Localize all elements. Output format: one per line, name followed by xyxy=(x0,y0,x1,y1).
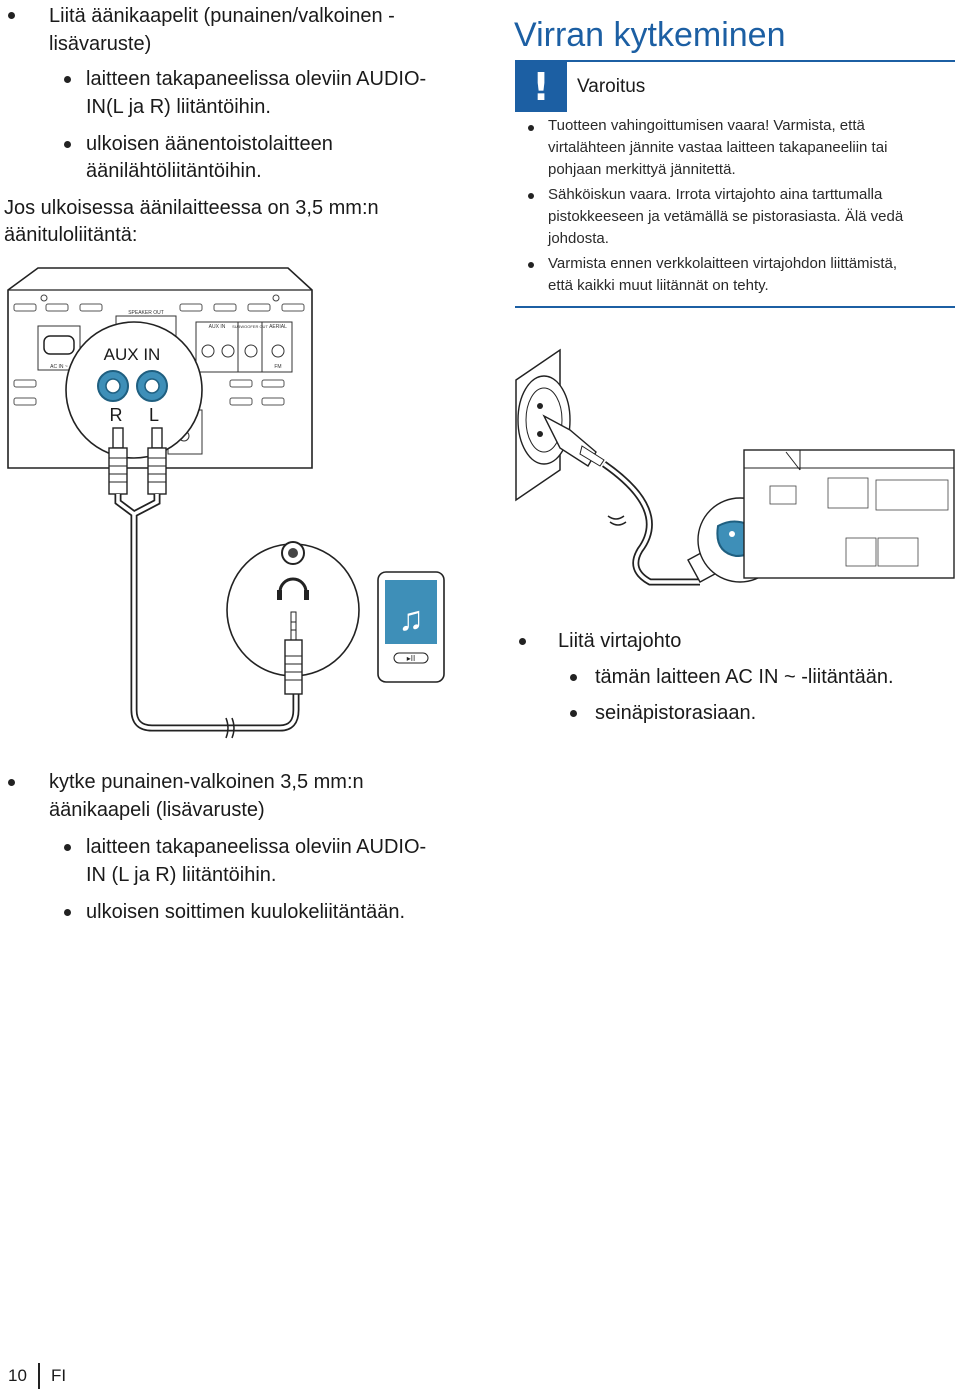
svg-text:▸II: ▸II xyxy=(407,654,415,663)
sub-bullet-text: laitteen takapaneelissa oleviin AUDIO- xyxy=(86,836,427,858)
warning-item-line: pohjaan merkittyä jännitettä. xyxy=(548,161,736,178)
paragraph-text: Jos ulkoisessa äänilaitteessa on 3,5 mm:… xyxy=(4,197,379,219)
warning-item-line: että kaikki muut liitännät on tehty. xyxy=(548,277,769,294)
aux-in-label: AUX IN xyxy=(104,345,161,364)
sub-bullet-text: tämän laitteen AC IN ~ -liitäntään. xyxy=(595,666,894,688)
bullet-dot xyxy=(64,844,71,851)
warning-label: Varoitus xyxy=(577,76,646,97)
paragraph-text: äänituloliitäntä: xyxy=(4,224,138,246)
r-label: R xyxy=(110,405,123,425)
bullet-text: lisävaruste) xyxy=(49,33,152,55)
sub-bullet-text: äänilähtöliitäntöihin. xyxy=(86,160,262,182)
speaker-out-label: SPEAKER OUT xyxy=(128,310,164,316)
footer-divider xyxy=(38,1363,40,1389)
bullet-text: Liitä äänikaapelit (punainen/valkoinen - xyxy=(49,5,395,27)
fm-label: FM xyxy=(274,364,281,370)
ac-in-label: AC IN ~ xyxy=(50,364,68,370)
subwoofer-label: SUBWOOFER OUT xyxy=(232,324,268,329)
bullet-dot xyxy=(528,193,534,199)
warning-item-line: johdosta. xyxy=(548,230,609,247)
bullet-dot xyxy=(570,674,577,681)
sub-bullet-text: ulkoisen äänentoistolaitteen xyxy=(86,133,333,155)
language-code: FI xyxy=(51,1366,67,1385)
sub-bullet-text: IN (L ja R) liitäntöihin. xyxy=(86,864,277,886)
bullet-text: äänikaapeli (lisävaruste) xyxy=(49,799,265,821)
bullet-dot xyxy=(64,909,71,916)
bullet-dot xyxy=(64,76,71,83)
exclamation-icon: ! xyxy=(515,62,567,112)
sub-bullet-text: seinäpistorasiaan. xyxy=(595,702,757,724)
warning-item-line: Varmista ennen verkkolaitteen virtajohdo… xyxy=(548,255,898,272)
sub-bullet-text: laitteen takapaneelissa oleviin AUDIO- xyxy=(86,68,427,90)
aerial-label: AERIAL xyxy=(269,324,287,330)
sub-bullet-text: ulkoisen soittimen kuulokeliitäntään. xyxy=(86,901,406,923)
bullet-dot xyxy=(64,141,71,148)
bullet-dot xyxy=(528,125,534,131)
warning-item-line: pistokkeeseen ja vetämällä se pistorasia… xyxy=(548,208,904,225)
sub-bullet-text: IN(L ja R) liitäntöihin. xyxy=(86,96,271,118)
aux-in-small-label: AUX IN xyxy=(209,324,226,330)
bullet-dot xyxy=(8,779,15,786)
bullet-dot xyxy=(570,710,577,717)
warning-box: ! Varoitus Tuotteen vahingoittumisen vaa… xyxy=(515,60,955,308)
bullet-dot xyxy=(519,638,526,645)
l-label: L xyxy=(149,405,159,425)
section-title: Virran kytkeminen xyxy=(514,16,786,54)
warning-item-line: Tuotteen vahingoittumisen vaara! Varmist… xyxy=(548,117,865,134)
page-number: 10 xyxy=(8,1366,27,1385)
music-note-icon: ♫ xyxy=(398,600,424,638)
bullet-dot xyxy=(528,262,534,268)
warning-item-line: virtalähteen jännite vastaa laitteen tak… xyxy=(548,139,888,156)
bullet-text: kytke punainen-valkoinen 3,5 mm:n xyxy=(49,771,364,793)
power-connection-diagram xyxy=(515,348,955,586)
bullet-text: Liitä virtajohto xyxy=(558,630,682,652)
bullet-dot xyxy=(8,12,15,19)
warning-item-line: Sähköiskun vaara. Irrota virtajohto aina… xyxy=(548,186,883,203)
aux-connection-diagram: SPEAKER OUT AC IN ~ AUX IN SUBWOOFER OUT… xyxy=(7,267,445,739)
warning-header: ! Varoitus xyxy=(515,60,955,112)
